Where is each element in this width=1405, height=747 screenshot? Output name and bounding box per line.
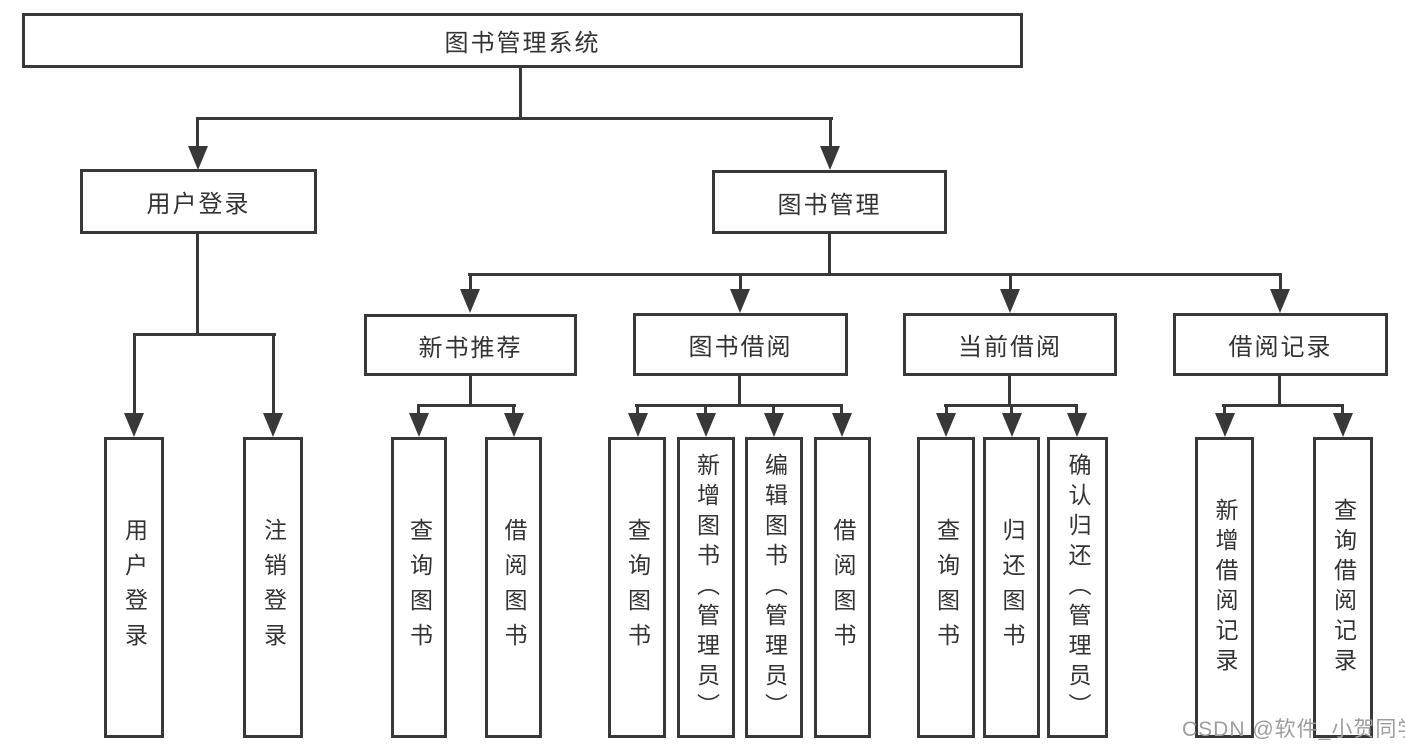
connector-root-left-drop [196, 117, 199, 150]
connector-g1-stem [469, 376, 472, 406]
leaf-logout-label: 注销登录 [260, 517, 287, 658]
leaf-nb-borrow-books-label: 借阅图书 [501, 517, 527, 658]
connector-g3-drop-1 [945, 404, 948, 416]
leaf-user-login-label: 用户登录 [121, 517, 148, 658]
node-book-manage: 图书管理 [712, 170, 947, 234]
leaf-cb-confirm-return-admin: 确认归还（管理员） [1047, 437, 1108, 738]
node-borrow-records-label: 借阅记录 [1228, 334, 1333, 361]
arrowhead-g1-query [409, 413, 429, 437]
connector-manage-drop-4 [1279, 273, 1282, 293]
connector-manage-hline [468, 273, 1282, 276]
leaf-br-query-record: 查询借阅记录 [1313, 437, 1373, 738]
csdn-watermark: CSDN @软件_小贺同学 [1182, 718, 1405, 741]
connector-g4-hline [1222, 404, 1344, 407]
connector-g2-drop-3 [772, 404, 775, 416]
arrowhead-g2-add [696, 413, 716, 437]
connector-g4-stem [1278, 376, 1281, 406]
connector-g3-drop-2 [1010, 404, 1013, 416]
connector-g3-drop-3 [1075, 404, 1078, 416]
arrowhead-to-borrow-records [1270, 289, 1290, 313]
connector-g2-drop-1 [636, 404, 639, 416]
connector-root-stem [519, 68, 522, 120]
node-user-login: 用户登录 [80, 169, 317, 234]
node-borrow-records: 借阅记录 [1173, 313, 1388, 376]
connector-g1-drop-1 [417, 404, 420, 416]
leaf-bb-add-books-admin: 新增图书（管理员） [677, 437, 735, 738]
leaf-br-add-record: 新增借阅记录 [1195, 437, 1254, 738]
arrowhead-to-leaf-logout [263, 413, 283, 437]
arrowhead-g1-borrow [504, 413, 524, 437]
leaf-user-login: 用户登录 [104, 437, 164, 738]
connector-root-right-drop [829, 117, 832, 150]
connector-g2-stem [738, 376, 741, 406]
node-library-system: 图书管理系统 [22, 13, 1023, 68]
connector-login-left-drop [133, 333, 136, 414]
connector-g2-drop-4 [840, 404, 843, 416]
node-book-borrow-label: 图书借阅 [688, 334, 793, 361]
connector-g4-drop-2 [1341, 404, 1344, 416]
leaf-nb-query-books: 查询图书 [391, 437, 447, 738]
leaf-nb-query-books-label: 查询图书 [406, 517, 433, 658]
node-user-login-label: 用户登录 [146, 191, 251, 218]
arrowhead-to-book-borrow [730, 289, 750, 313]
connector-manage-drop-2 [739, 273, 742, 293]
node-new-book-recommend-label: 新书推荐 [418, 334, 523, 362]
connector-g2-drop-2 [704, 404, 707, 416]
leaf-bb-query-books-label: 查询图书 [624, 517, 651, 658]
arrowhead-to-book-manage [820, 146, 840, 170]
leaf-cb-return-books: 归还图书 [983, 437, 1040, 738]
node-book-borrow: 图书借阅 [633, 313, 848, 376]
arrowhead-g2-query [628, 413, 648, 437]
arrowhead-g3-confirm [1067, 413, 1087, 437]
connector-g1-hline [417, 404, 516, 407]
leaf-nb-borrow-books: 借阅图书 [485, 437, 542, 738]
arrowhead-to-leaf-user-login [124, 413, 144, 437]
arrowhead-g4-add-record [1215, 413, 1235, 437]
connector-manage-stem [828, 234, 831, 276]
leaf-cb-query-books-label: 查询图书 [933, 517, 960, 658]
connector-g4-drop-1 [1223, 404, 1226, 416]
leaf-bb-borrow-books: 借阅图书 [814, 437, 871, 738]
leaf-bb-query-books: 查询图书 [608, 437, 666, 738]
leaf-bb-add-books-admin-label: 新增图书（管理员） [693, 452, 720, 723]
connector-manage-drop-1 [469, 273, 472, 293]
connector-login-stem [196, 233, 199, 336]
node-current-borrow: 当前借阅 [903, 313, 1117, 376]
arrowhead-g3-return [1002, 413, 1022, 437]
leaf-cb-return-books-label: 归还图书 [999, 517, 1025, 658]
node-current-borrow-label: 当前借阅 [958, 334, 1062, 361]
arrowhead-g2-borrow [832, 413, 852, 437]
connector-login-right-drop [272, 333, 275, 414]
connector-g3-stem [1008, 376, 1011, 406]
leaf-br-query-record-label: 查询借阅记录 [1330, 497, 1357, 678]
leaf-cb-confirm-return-admin-label: 确认归还（管理员） [1065, 452, 1091, 723]
arrowhead-to-new-book [460, 289, 480, 313]
leaf-bb-borrow-books-label: 借阅图书 [830, 517, 856, 658]
leaf-cb-query-books: 查询图书 [917, 437, 975, 738]
node-new-book-recommend: 新书推荐 [364, 314, 577, 376]
leaf-bb-edit-books-admin-label: 编辑图书（管理员） [761, 452, 788, 723]
connector-g2-hline [635, 404, 843, 407]
connector-manage-drop-3 [1009, 273, 1012, 293]
node-library-system-label: 图书管理系统 [444, 30, 601, 57]
leaf-br-add-record-label: 新增借阅记录 [1212, 497, 1238, 678]
leaf-bb-edit-books-admin: 编辑图书（管理员） [745, 437, 803, 738]
connector-g1-drop-2 [512, 404, 515, 416]
connector-login-hline [133, 333, 276, 336]
node-book-manage-label: 图书管理 [777, 191, 882, 219]
arrowhead-g2-edit [764, 413, 784, 437]
leaf-logout: 注销登录 [243, 437, 303, 738]
arrowhead-to-user-login [188, 146, 208, 170]
connector-root-hline [196, 117, 833, 120]
arrowhead-g3-query [936, 413, 956, 437]
arrowhead-to-current-borrow [1000, 289, 1020, 313]
arrowhead-g4-query-record [1333, 413, 1353, 437]
